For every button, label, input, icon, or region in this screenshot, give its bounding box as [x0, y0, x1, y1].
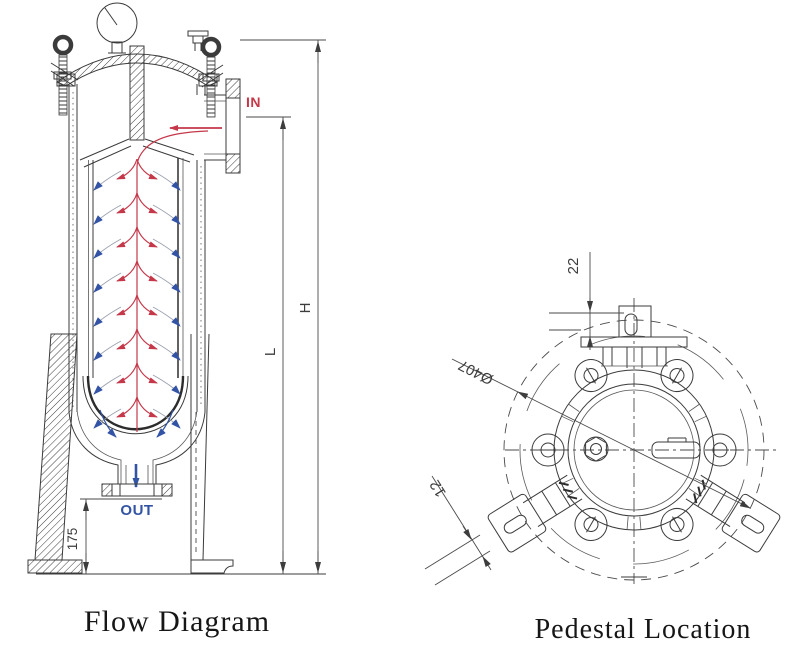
- filter-basket: [82, 158, 189, 435]
- inlet-nozzle: [204, 78, 241, 174]
- centerlines: [505, 298, 778, 584]
- svg-text:H: H: [297, 303, 314, 314]
- bolt-circle-dashed: [503, 319, 765, 581]
- center-column: [79, 45, 195, 168]
- flow-diagram-view: IN: [27, 2, 326, 638]
- pressure-gauge: [96, 2, 138, 54]
- bolt-lug: [654, 502, 700, 547]
- svg-text:175: 175: [65, 528, 80, 551]
- shell-outline-arcs: [519, 335, 749, 565]
- svg-text:12: 12: [427, 477, 450, 500]
- bolt-lug: [568, 353, 614, 398]
- clamp-ring: [531, 353, 737, 547]
- dimension-circle-diameter: Ø407: [451, 356, 751, 509]
- support-leg-right: [190, 333, 234, 574]
- pedestal-location-caption: Pedestal Location: [535, 614, 752, 645]
- flow-arrows-blue: [99, 409, 174, 488]
- svg-text:Ø407: Ø407: [456, 356, 496, 388]
- dimension-inlet-height: L: [246, 116, 291, 574]
- outlet-nozzle: [101, 465, 173, 497]
- pedestal-view: Ø407 22 12 Pedestal Location: [424, 252, 783, 645]
- outlet-label: OUT: [120, 502, 153, 519]
- svg-text:22: 22: [565, 258, 582, 275]
- dimension-overall-height: H: [240, 39, 326, 574]
- dimension-outlet-height: 175: [65, 498, 162, 574]
- top-nozzle-flange: [580, 305, 688, 368]
- drain-plug: [583, 436, 609, 462]
- flow-diagram-caption: Flow Diagram: [84, 605, 270, 638]
- dimension-nozzle-offset: 22: [549, 252, 624, 350]
- swing-bolt-right: [197, 36, 224, 118]
- dimension-foot-slot: 12: [424, 475, 492, 586]
- flow-arrows-red: [94, 125, 222, 432]
- handle: [651, 437, 701, 459]
- svg-text:L: L: [262, 348, 279, 356]
- bolt-lug: [568, 502, 614, 547]
- bolt-lug: [654, 353, 700, 398]
- pedestal-leg-left: [485, 467, 588, 555]
- inlet-label: IN: [246, 94, 261, 110]
- support-leg-left: [27, 333, 83, 574]
- swing-bolt-left: [50, 34, 79, 116]
